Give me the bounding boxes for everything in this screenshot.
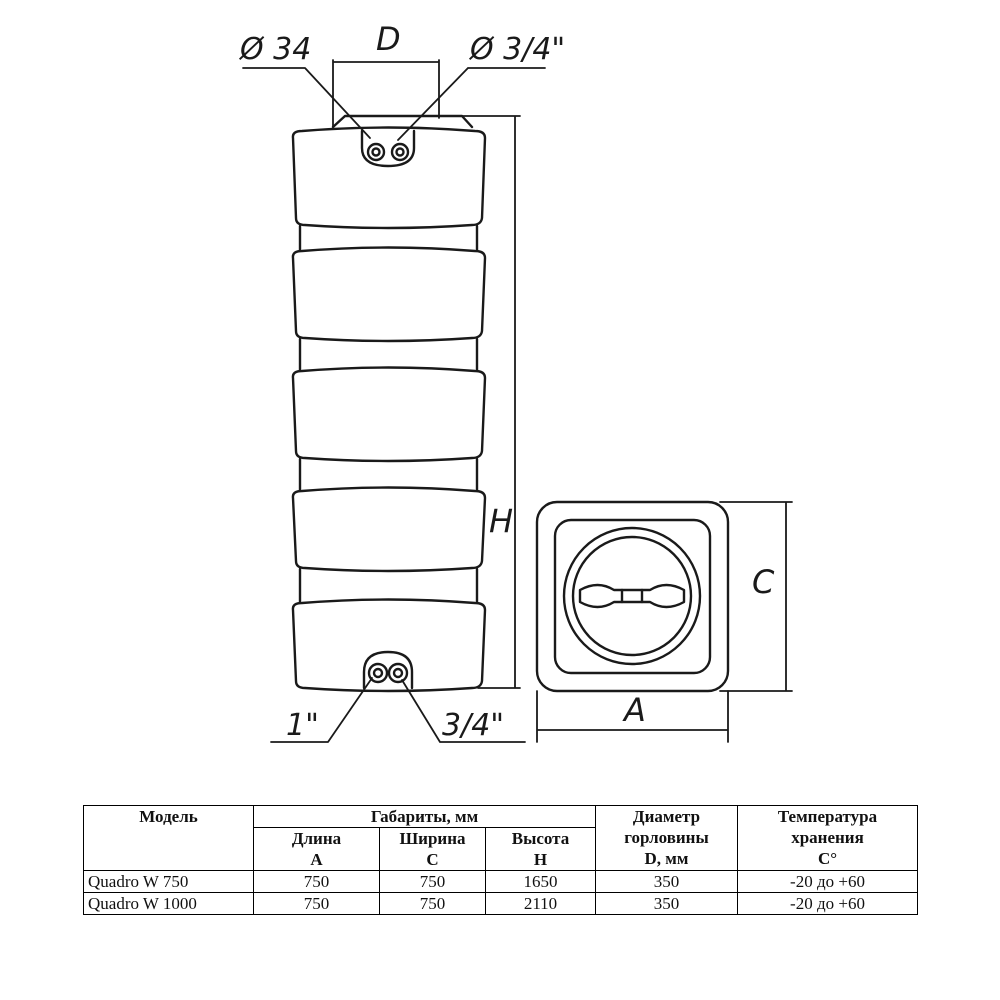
tank-rib-5 (291, 598, 487, 693)
cell-width: 750 (379, 870, 486, 893)
tank-drawing: Ø 34 Ø 3/4" D H C A 1" 3/4" (238, 20, 793, 743)
header-dimensions: Габариты, мм (253, 805, 596, 828)
leader-d34 (242, 67, 371, 139)
header-neck-line-3: D, мм (644, 849, 689, 868)
label-neck-d: D (376, 20, 401, 58)
cell-height: 1650 (485, 870, 596, 893)
label-d34: Ø 34 (238, 32, 311, 67)
header-width-label: Ширина (399, 829, 466, 848)
bottom-port-1 (367, 662, 389, 684)
cell-model: Quadro W 750 (83, 870, 254, 893)
top-port-34 (366, 142, 386, 162)
bottom-port-3-4 (387, 662, 409, 684)
cell-length: 750 (253, 870, 380, 893)
dimension-lines (242, 59, 793, 743)
cell-length: 750 (253, 892, 380, 915)
tank-rib-4 (291, 486, 487, 573)
cell-width: 750 (379, 892, 486, 915)
tank-front-view (291, 114, 487, 693)
cell-temperature: -20 до +60 (737, 892, 918, 915)
label-width-c: C (752, 563, 775, 601)
cell-model: Quadro W 1000 (83, 892, 254, 915)
table-row: Quadro W 1000 750 750 2110 350 -20 до +6… (83, 892, 918, 915)
header-temp-line-1: Температура (777, 807, 878, 826)
label-bottom-3-4: 3/4" (442, 708, 504, 743)
leader-d3-4 (397, 67, 546, 141)
label-d3-4: Ø 3/4" (468, 32, 565, 67)
cell-neck: 350 (595, 892, 738, 915)
label-length-a: A (622, 691, 646, 729)
neck-lid (571, 535, 693, 657)
leader-3-4-bottom (401, 679, 526, 743)
header-neck-line-1: Диаметр (632, 807, 701, 826)
label-height-h: H (489, 502, 513, 540)
header-length-label: Длина (291, 829, 342, 848)
tank-rib-3 (291, 366, 487, 463)
top-view-outer (535, 500, 730, 693)
header-width-sym: C (426, 850, 439, 869)
top-port-3-4 (390, 142, 410, 162)
header-neck-diameter: Диаметр горловины D, мм (595, 805, 738, 871)
tank-rib-1 (291, 126, 487, 230)
label-bottom-1in: 1" (286, 708, 319, 743)
cell-height: 2110 (485, 892, 596, 915)
neck-outer-ring (562, 526, 702, 666)
cell-neck: 350 (595, 870, 738, 893)
leader-1in (270, 677, 373, 743)
header-model: Модель (83, 805, 254, 871)
tank-top-view (535, 500, 730, 693)
lid-handle (578, 583, 686, 609)
header-height-label: Высота (511, 829, 570, 848)
top-ports-boss (360, 129, 416, 168)
cell-temperature: -20 до +60 (737, 870, 918, 893)
top-view-inner (553, 518, 712, 675)
header-neck-line-2: горловины (624, 828, 709, 847)
header-length: Длина A (253, 827, 380, 871)
spec-table: Модель Габариты, мм Диаметр горловины D,… (83, 805, 918, 915)
table-row: Quadro W 750 750 750 1650 350 -20 до +60 (83, 870, 918, 893)
header-width: Ширина C (379, 827, 486, 871)
bottom-ports-boss (362, 650, 414, 690)
header-height-sym: H (533, 850, 548, 869)
header-temp-line-2: хранения (791, 828, 864, 847)
header-height: Высота H (485, 827, 596, 871)
tank-rib-2 (291, 246, 487, 343)
header-temperature: Температура хранения C° (737, 805, 918, 871)
header-length-sym: A (310, 850, 323, 869)
table-header-row-1: Модель Габариты, мм Диаметр горловины D,… (83, 805, 918, 871)
header-temp-line-3: C° (817, 849, 838, 868)
